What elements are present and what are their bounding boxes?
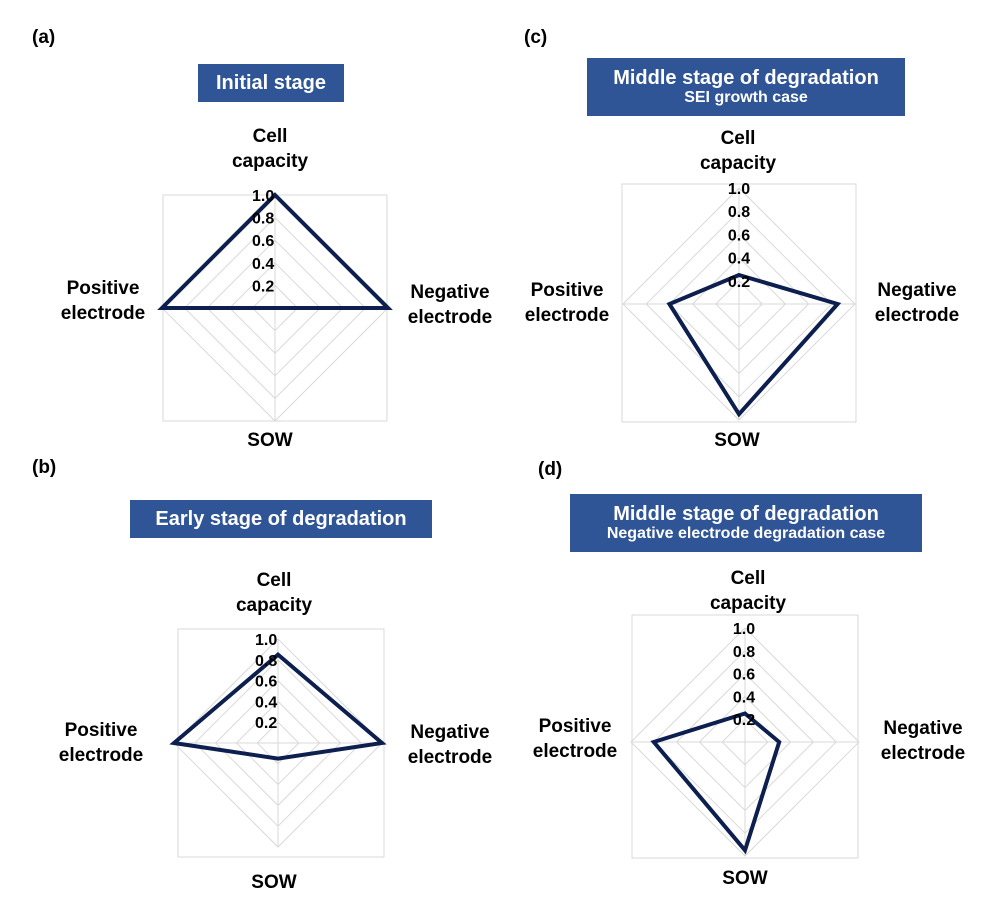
- series-polygon: [666, 272, 842, 418]
- stage-title-box-b: Early stage of degradation: [130, 500, 432, 538]
- axis-label-line1: Cell: [720, 128, 756, 149]
- axis-label-sow-d: SOW: [700, 866, 790, 891]
- radar-chart-a: 0.2 0.4 0.6 0.8 1.0: [157, 188, 393, 422]
- stage-title-box-a: Initial stage: [198, 64, 344, 102]
- axis-label-line1: Cell: [252, 126, 288, 147]
- axis-label-positive-electrode-a: Positive electrode: [48, 276, 158, 326]
- axis-label-line2: capacity: [699, 153, 777, 174]
- axis-label-line2: capacity: [235, 595, 313, 616]
- axis-label-negative-electrode-c: Negative electrode: [862, 278, 972, 328]
- tick-label: 0.4: [733, 689, 755, 706]
- tick-label: 0.2: [252, 278, 274, 295]
- stage-title-b: Early stage of degradation: [155, 508, 407, 530]
- tick-label: 0.6: [728, 227, 750, 244]
- axis-label-positive-electrode-c: Positive electrode: [512, 278, 622, 328]
- tick-label: 1.0: [252, 188, 274, 205]
- axis-label-line2: electrode: [60, 303, 146, 324]
- axis-label-line2: electrode: [58, 745, 144, 766]
- series-polygon: [650, 711, 782, 855]
- axis-label-line2: electrode: [880, 743, 966, 764]
- tick-label: 0.8: [733, 644, 755, 661]
- series-polygon: [157, 192, 393, 310]
- plot-area-border: [631, 614, 859, 859]
- axis-label-sow-a: SOW: [225, 428, 315, 453]
- tick-label: 0.2: [255, 715, 277, 732]
- tick-label: 1.0: [733, 621, 755, 638]
- axis-label-line1: Cell: [730, 568, 766, 589]
- radar-chart-d: 0.2 0.4 0.6 0.8 1.0: [630, 614, 860, 859]
- tick-label: 1.0: [728, 181, 750, 198]
- radar-chart-c: 0.2 0.4 0.6 0.8 1.0: [621, 181, 857, 423]
- axis-label-line1: Negative: [883, 718, 963, 739]
- axis-label-line1: SOW: [247, 430, 293, 451]
- plot-area-border: [621, 183, 857, 423]
- axis-label-line1: Positive: [66, 278, 140, 299]
- radar-chart-b: 0.2 0.4 0.6 0.8 1.0: [169, 628, 387, 858]
- axis-label-line1: Cell: [256, 570, 292, 591]
- tick-label: 0.4: [728, 251, 750, 268]
- tick-label: 0.4: [252, 256, 274, 273]
- axis-label-line2: electrode: [407, 307, 493, 328]
- panel-letter-d: (d): [538, 459, 563, 480]
- tick-label: 0.4: [255, 694, 277, 711]
- axis-label-line1: Negative: [410, 282, 490, 303]
- axis-label-line1: Positive: [64, 720, 138, 741]
- tick-label: 0.8: [252, 211, 274, 228]
- tick-label: 0.6: [252, 233, 274, 250]
- axis-label-positive-electrode-d: Positive electrode: [520, 714, 630, 764]
- stage-subtitle-c: SEI growth case: [684, 89, 808, 106]
- panel-letter-c: (c): [524, 27, 548, 48]
- axis-label-line2: capacity: [709, 593, 787, 614]
- axis-label-negative-electrode-d: Negative electrode: [868, 716, 978, 766]
- axis-label-line2: electrode: [532, 741, 618, 762]
- axis-label-negative-electrode-b: Negative electrode: [392, 720, 508, 770]
- tick-label: 0.6: [733, 667, 755, 684]
- axis-label-negative-electrode-a: Negative electrode: [395, 280, 505, 330]
- panel-letter-a: (a): [32, 27, 56, 48]
- axis-label-line1: SOW: [714, 430, 760, 451]
- series-polygon: [169, 651, 387, 761]
- stage-title-box-c: Middle stage of degradation SEI growth c…: [587, 58, 905, 116]
- axis-label-sow-c: SOW: [692, 428, 782, 453]
- axis-label-positive-electrode-b: Positive electrode: [46, 718, 156, 768]
- axis-label-cell-capacity-a: Cell capacity: [210, 124, 330, 174]
- axis-label-line1: Positive: [538, 716, 612, 737]
- stage-title-box-d: Middle stage of degradation Negative ele…: [570, 494, 922, 552]
- tick-label: 0.6: [255, 674, 277, 691]
- tick-label: 0.8: [728, 204, 750, 221]
- axis-label-sow-b: SOW: [229, 870, 319, 895]
- panel-letter-b: (b): [32, 457, 57, 478]
- tick-label: 0.2: [733, 712, 755, 729]
- axis-label-cell-capacity-d: Cell capacity: [688, 566, 808, 616]
- tick-label: 1.0: [255, 632, 277, 649]
- axis-label-line1: Negative: [877, 280, 957, 301]
- axis-label-line1: Positive: [530, 280, 604, 301]
- tick-label: 0.8: [255, 653, 277, 670]
- axis-label-line1: SOW: [251, 872, 297, 893]
- axis-label-line2: capacity: [231, 151, 309, 172]
- axis-label-line2: electrode: [524, 305, 610, 326]
- stage-title-a: Initial stage: [215, 72, 327, 94]
- axis-label-cell-capacity-b: Cell capacity: [214, 568, 334, 618]
- axis-label-line2: electrode: [407, 747, 493, 768]
- axis-label-line1: Negative: [410, 722, 490, 743]
- stage-title-c: Middle stage of degradation: [613, 67, 879, 89]
- stage-subtitle-d: Negative electrode degradation case: [606, 525, 886, 542]
- axis-label-cell-capacity-c: Cell capacity: [678, 126, 798, 176]
- axis-label-line2: electrode: [874, 305, 960, 326]
- axis-label-line1: SOW: [722, 868, 768, 889]
- stage-title-d: Middle stage of degradation: [613, 503, 879, 525]
- tick-label: 0.2: [728, 274, 750, 291]
